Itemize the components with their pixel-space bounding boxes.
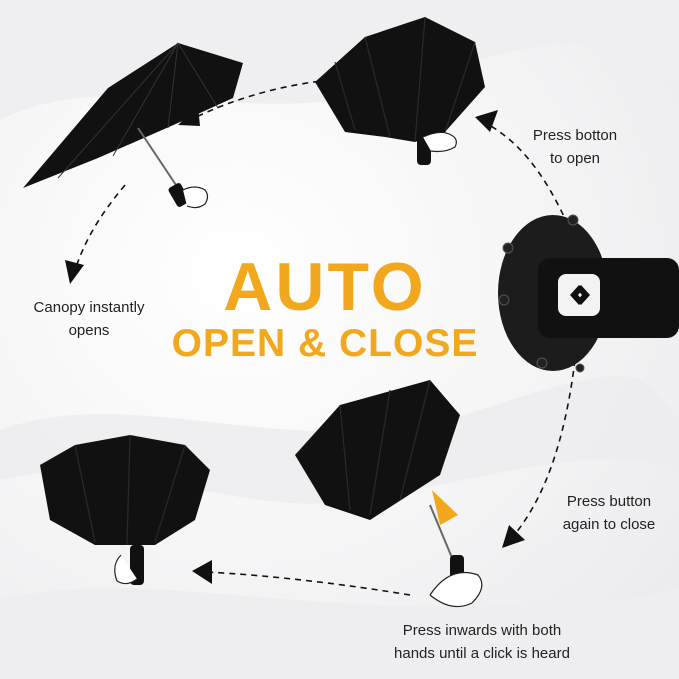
umbrella-inverted-opening-figure bbox=[315, 16, 485, 165]
caption-line: to open bbox=[549, 150, 601, 167]
umbrella-inverted-figure bbox=[40, 434, 210, 585]
arrow-head-icon bbox=[502, 525, 525, 548]
umbrella-open-figure bbox=[23, 42, 243, 209]
caption-press-to-close: Press button again to close bbox=[550, 490, 668, 536]
headline-auto: AUTO bbox=[223, 249, 427, 325]
caption-press-inwards: Press inwards with both hands until a cl… bbox=[362, 619, 602, 665]
caption-line: Press inwards with both bbox=[402, 622, 562, 639]
caption-line: Canopy instantly bbox=[33, 299, 145, 316]
caption-line: opens bbox=[68, 322, 110, 339]
caption-line: Press button bbox=[566, 493, 652, 510]
caption-canopy-opens: Canopy instantly opens bbox=[14, 296, 164, 342]
caption-line: again to close bbox=[562, 516, 656, 533]
hand-icon bbox=[422, 131, 457, 153]
hand-icon bbox=[114, 554, 138, 585]
arrow-head-icon bbox=[475, 110, 498, 132]
arrow-head-icon bbox=[65, 260, 84, 284]
arrow-head-icon bbox=[192, 560, 212, 584]
caption-line: Press botton bbox=[532, 127, 618, 144]
caption-line: hands until a click is heard bbox=[394, 645, 570, 662]
caption-press-to-open: Press botton to open bbox=[520, 124, 630, 170]
headline-open-close: OPEN & CLOSE bbox=[171, 322, 479, 365]
auto-open-button-icon bbox=[558, 274, 600, 316]
dashed-arrow-icon bbox=[479, 119, 569, 226]
hand-icon bbox=[182, 186, 209, 209]
dashed-arrow-icon bbox=[204, 571, 411, 596]
hand-icon bbox=[429, 571, 483, 608]
auto-button-closeup-figure bbox=[498, 214, 679, 373]
dashed-arrow-icon bbox=[74, 184, 126, 271]
umbrella-closing-figure bbox=[295, 379, 483, 608]
press-direction-arrow-icon bbox=[432, 490, 458, 525]
